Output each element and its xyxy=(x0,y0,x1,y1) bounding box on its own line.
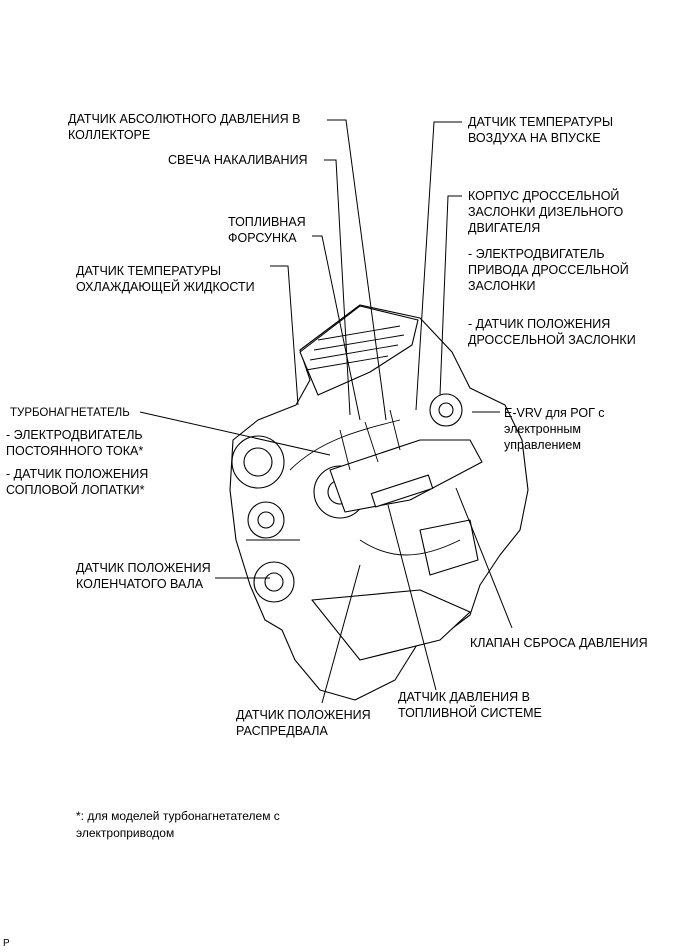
corner-mark: P xyxy=(3,938,10,949)
label-injector: ТОПЛИВНАЯ ФОРСУНКА xyxy=(228,215,306,245)
leader-intake-temp xyxy=(415,121,462,411)
leader-throttle-body xyxy=(439,195,462,396)
footnote: *: для моделей турбонагнетателем с элект… xyxy=(76,809,280,840)
label-throttle-position-sensor: - ДАТЧИК ПОЛОЖЕНИЯ ДРОССЕЛЬНОЙ ЗАСЛОНКИ xyxy=(468,317,636,347)
label-glow-plug: СВЕЧА НАКАЛИВАНИЯ xyxy=(168,153,308,167)
label-throttle-body: КОРПУС ДРОССЕЛЬНОЙ ЗАСЛОНКИ ДИЗЕЛЬНОГО Д… xyxy=(468,189,624,235)
leader-turbo xyxy=(139,411,331,456)
label-camshaft-sensor: ДАТЧИК ПОЛОЖЕНИЯ РАСПРЕДВАЛА xyxy=(236,708,371,738)
label-pressure-relief-valve: КЛАПАН СБРОСА ДАВЛЕНИЯ xyxy=(470,636,648,650)
leader-fuel-pressure xyxy=(387,504,437,691)
label-turbocharger: ТУРБОНАГНЕТАТЕЛЬ xyxy=(10,407,130,419)
leader-relief-valve xyxy=(455,487,513,629)
leader-glow-plug xyxy=(324,159,351,416)
label-turbo-dc-motor: - ЭЛЕКТРОДВИГАТЕЛЬ ПОСТОЯННОГО ТОКА* xyxy=(6,428,144,458)
leader-cam-sensor xyxy=(321,564,361,704)
label-turbo-nozzle-sensor: - ДАТЧИК ПОЛОЖЕНИЯ СОПЛОВОЙ ЛОПАТКИ* xyxy=(6,467,149,497)
label-map-sensor: ДАТЧИК АБСОЛЮТНОГО ДАВЛЕНИЯ В КОЛЛЕКТОРЕ xyxy=(68,112,301,142)
label-throttle-motor: - ЭЛЕКТРОДВИГАТЕЛЬ ПРИВОДА ДРОССЕЛЬНОЙ З… xyxy=(468,247,629,293)
label-coolant-temp: ДАТЧИК ТЕМПЕРАТУРЫ ОХЛАЖДАЮЩЕЙ ЖИДКОСТИ xyxy=(76,264,255,294)
label-intake-air-temp: ДАТЧИК ТЕМПЕРАТУРЫ ВОЗДУХА НА ВПУСКЕ xyxy=(468,115,614,145)
label-fuel-pressure-sensor: ДАТЧИК ДАВЛЕНИЯ В ТОПЛИВНОЙ СИСТЕМЕ xyxy=(398,690,542,720)
label-evrv: E-VRV для РОГ с электронным управлением xyxy=(504,406,605,452)
leader-injector xyxy=(312,235,361,421)
leader-map-sensor xyxy=(327,119,387,421)
leader-coolant-temp xyxy=(270,265,299,406)
label-crankshaft-sensor: ДАТЧИК ПОЛОЖЕНИЯ КОЛЕНЧАТОГО ВАЛА xyxy=(76,561,211,591)
